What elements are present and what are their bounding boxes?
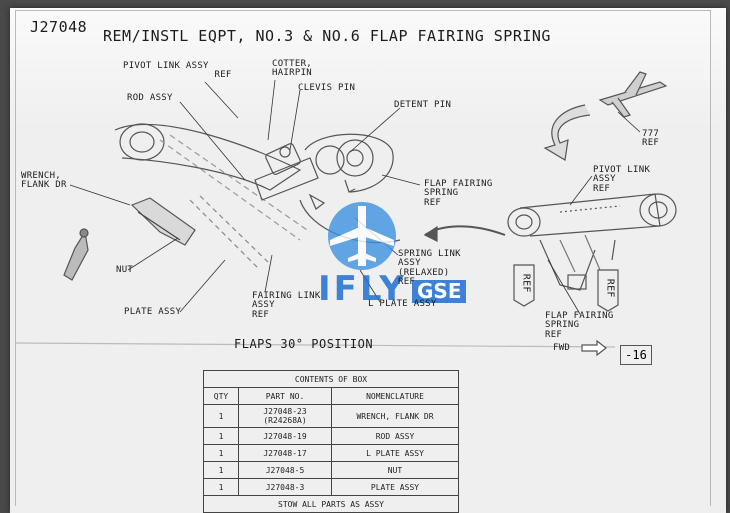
cell-qty: 1: [203, 427, 239, 445]
cell-part-no: J27048-3: [238, 478, 332, 496]
ref-tag-2: [597, 269, 619, 312]
label-nut: NUT: [116, 265, 134, 275]
page-number: -16: [620, 345, 652, 365]
label-plate-assy: PLATE ASSY: [124, 307, 182, 317]
airplane-icon: [598, 71, 668, 118]
fwd-label: FWD: [553, 343, 571, 353]
column-header-qty: QTY: [203, 387, 239, 405]
inset-mechanism-drawing: [507, 193, 677, 291]
ref-tag-1: [513, 264, 535, 307]
ref-tag-1-text: REF: [520, 273, 532, 293]
table-row: 1 J27048-23(R24268A) WRENCH, FLANK DR: [203, 404, 459, 428]
caption-separator: [15, 342, 616, 348]
page-title: REM/INSTL EQPT, NO.3 & NO.6 FLAP FAIRING…: [103, 27, 551, 45]
cell-nomenclature: PLATE ASSY: [331, 478, 459, 496]
label-pivot-link-assy-ref: PIVOT LINK ASSY REF: [123, 61, 232, 81]
cell-part-no: J27048-19: [238, 427, 332, 445]
table-row: 1 J27048-5 NUT: [203, 461, 459, 479]
inset-arrowhead: [423, 225, 438, 242]
contents-table: CONTENTS OF BOX QTY PART NO. NOMENCLATUR…: [203, 370, 459, 513]
table-row: 1 J27048-19 ROD ASSY: [203, 427, 459, 445]
cell-qty: 1: [203, 444, 239, 462]
label-cotter-hairpin: COTTER,HAIRPIN: [272, 59, 313, 79]
sheet-border: [15, 10, 711, 506]
curved-arrow: [543, 104, 591, 161]
cell-nomenclature: ROD ASSY: [331, 427, 459, 445]
cell-nomenclature: L PLATE ASSY: [331, 444, 459, 462]
label-wrench-flank-dr: WRENCH,FLANK DR: [21, 171, 67, 191]
fwd-arrow: [581, 339, 607, 357]
iflygse-logo-mark: [328, 202, 396, 270]
rod-assy-drawing: [114, 123, 311, 271]
watermark-brand: IFLY: [318, 269, 407, 309]
ref-tag-2-text: REF: [604, 278, 616, 298]
cell-part-no: J27048-5: [238, 461, 332, 479]
column-header-nomenclature: NOMENCLATURE: [331, 387, 459, 405]
label-detent-pin: DETENT PIN: [394, 100, 452, 110]
cell-part-no: J27048-17: [238, 444, 332, 462]
contents-table-title: CONTENTS OF BOX: [203, 370, 459, 388]
cell-qty: 1: [203, 461, 239, 479]
contents-table-footer: STOW ALL PARTS AS ASSY: [203, 495, 459, 513]
leader-lines: [69, 79, 641, 315]
label-clevis-pin: CLEVIS PIN: [298, 83, 356, 93]
table-row: 1 J27048-17 L PLATE ASSY: [203, 444, 459, 462]
cell-nomenclature: NUT: [331, 461, 459, 479]
table-row: STOW ALL PARTS AS ASSY: [203, 495, 459, 513]
cell-qty: 1: [203, 478, 239, 496]
figure-caption: FLAPS 30° POSITION: [234, 337, 374, 351]
label-rod-assy: ROD ASSY: [127, 93, 173, 103]
column-header-part-no: PART NO.: [238, 387, 332, 405]
label-l-plate-assy: L PLATE ASSY: [368, 299, 437, 309]
cell-nomenclature: WRENCH, FLANK DR: [331, 404, 459, 428]
doc-number: J27048: [30, 18, 88, 36]
table-row: 1 J27048-3 PLATE ASSY: [203, 478, 459, 496]
wrench-drawing: [63, 197, 196, 281]
cell-part-no: J27048-23(R24268A): [238, 404, 332, 428]
cell-qty: 1: [203, 404, 239, 428]
watermark-sub: GSE: [412, 280, 467, 303]
